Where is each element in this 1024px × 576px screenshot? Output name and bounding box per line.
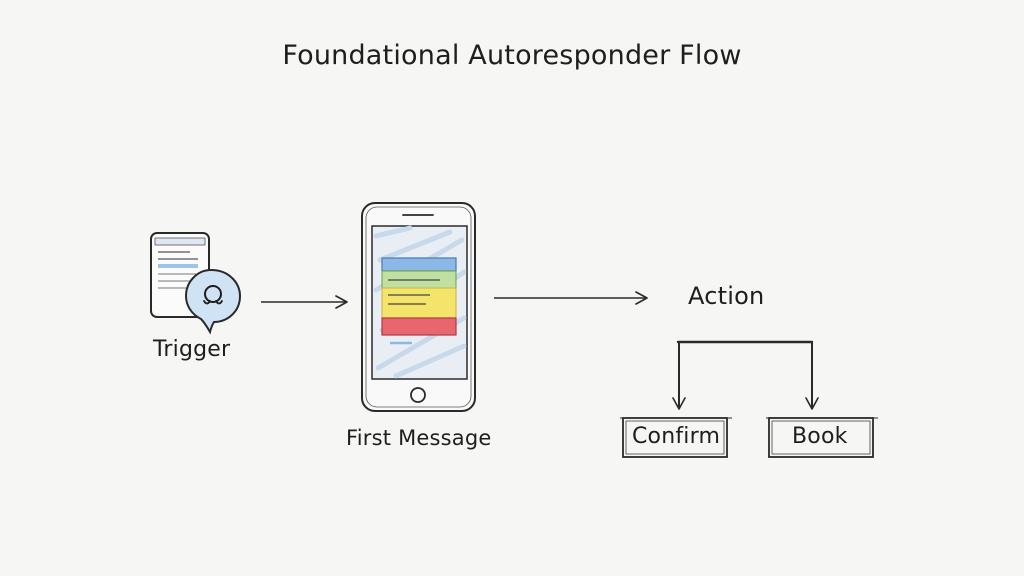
smartphone-icon <box>361 202 476 412</box>
book-box <box>766 417 878 458</box>
trigger-label: Trigger <box>153 337 231 362</box>
book-label: Book <box>792 424 848 449</box>
confirm-box <box>620 417 732 458</box>
confirm-label: Confirm <box>632 424 721 449</box>
edge-action-branch <box>672 340 819 410</box>
diagram-title: Foundational Autoresponder Flow <box>282 40 742 71</box>
action-label: Action <box>688 282 765 310</box>
email-chat-icon <box>150 232 242 335</box>
first-message-label: First Message <box>346 426 492 450</box>
